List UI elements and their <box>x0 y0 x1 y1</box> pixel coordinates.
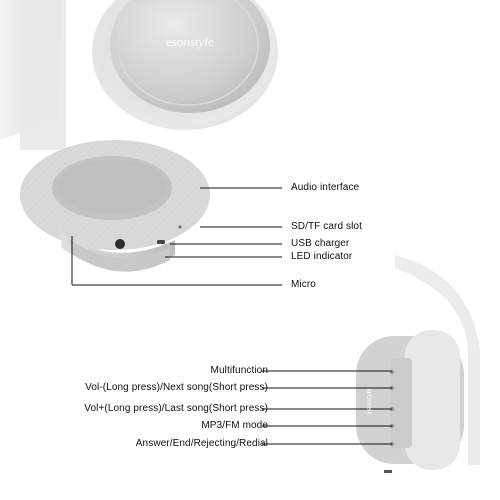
callout-usb-charger: USB charger <box>291 238 350 249</box>
callout-sdtf-card-slot: SD/TF card slot <box>291 221 362 232</box>
headband-slider <box>20 0 66 150</box>
callout-vol-minus-next: Vol-(Long press)/Next song(Short press) <box>85 382 268 393</box>
upper-earcup-shell-ring <box>117 0 259 106</box>
usb-port-icon <box>157 240 165 244</box>
upper-leader-lines <box>71 187 282 286</box>
callout-vol-plus-last: Vol+(Long press)/Last song(Short press) <box>84 403 268 414</box>
callout-audio-interface: Audio interface <box>291 182 360 193</box>
lower-usb-port-icon <box>384 470 392 473</box>
lower-button-strip <box>390 358 412 448</box>
led-indicator-icon <box>178 225 182 229</box>
callout-mp3-fm-mode: MP3/FM mode <box>201 420 268 431</box>
callout-micro: Micro <box>291 279 316 290</box>
upper-earcup-shell <box>110 0 270 113</box>
callout-multifunction: Multifunction <box>210 365 268 376</box>
callout-answer-end-rejecting-redial: Answer/End/Rejecting/Redial <box>135 438 268 449</box>
lower-headband <box>395 255 480 465</box>
callout-led-indicator: LED indicator <box>291 251 353 262</box>
audio-port-icon <box>115 239 125 249</box>
lower-leader-lines <box>262 370 392 445</box>
brand-logo-upper: esonstyle <box>166 34 214 49</box>
brand-logo-lower: esonstyle <box>365 388 373 414</box>
lower-earcup-shell <box>405 330 460 470</box>
